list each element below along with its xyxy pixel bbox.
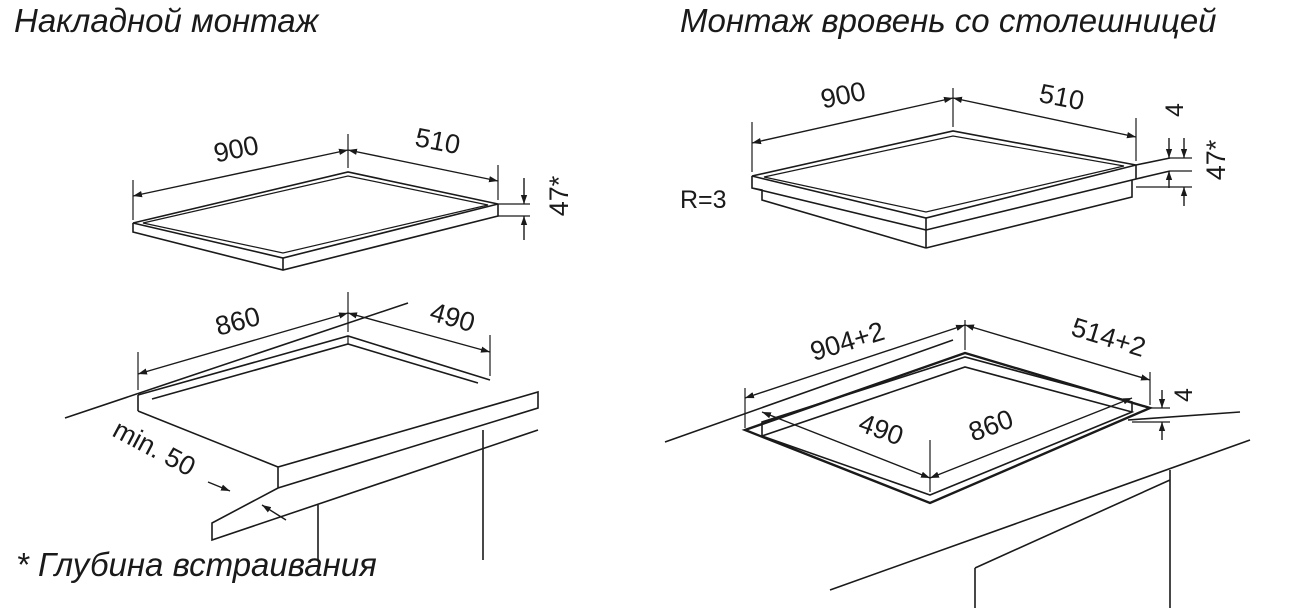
overlay-cabinet <box>317 430 484 560</box>
overlay-cutout-depth-dimension <box>347 312 491 353</box>
flush-cutout-outer-depth-dimension <box>964 324 1151 381</box>
flush-cutout-drawing: 904+2 514+2 4 490 860 <box>664 312 1251 608</box>
flush-hob-lip-label: 4 <box>1161 103 1189 117</box>
flush-hob-depth-label: 510 <box>1037 78 1087 116</box>
flush-mount-title: Монтаж вровень со столешницей <box>680 2 1217 39</box>
min-edge-dimension <box>207 481 231 492</box>
overlay-mount-title: Накладной монтаж <box>14 2 319 39</box>
overlay-cutout-depth-label: 490 <box>427 297 479 338</box>
flush-hob-glass-edge <box>763 135 1125 213</box>
overlay-hob-depth-label: 510 <box>413 122 463 160</box>
flush-cutout-inner-width-dimension <box>929 397 1133 479</box>
overlay-hob-depth-dimension <box>347 148 499 183</box>
flush-cabinet <box>974 470 1171 608</box>
flush-cutout-outer-depth-label: 514+2 <box>1068 312 1149 363</box>
overlay-cutout-drawing: 860 490 min. 50 <box>64 292 539 560</box>
flush-hob-top-outline <box>751 130 1137 219</box>
overlay-hob-height-label: 47* <box>544 175 574 216</box>
overlay-hob-width-label: 900 <box>211 130 261 169</box>
flush-cutout-step-label: 4 <box>1170 388 1198 402</box>
overlay-hob-width-dimension <box>132 148 349 198</box>
overlay-cutout-width-label: 860 <box>212 301 263 342</box>
min-edge-label: min. 50 <box>108 414 200 482</box>
flush-cutout-inner-depth-label: 490 <box>855 408 908 452</box>
flush-cutout-inner-depth-dimension <box>761 411 931 479</box>
overlay-hob-side <box>132 204 499 271</box>
flush-hob-body <box>751 157 1171 249</box>
flush-hob-width-label: 900 <box>818 76 868 115</box>
flush-cutout-inner-opening <box>759 356 1135 496</box>
flush-hob-radius-label: R=3 <box>680 186 727 214</box>
flush-cutout-inner-width-label: 860 <box>965 404 1018 448</box>
overlay-cutout-width-dimension <box>137 312 349 375</box>
overlay-cutout-opening <box>137 335 491 411</box>
flush-cutout-outer-width-dimension <box>744 324 966 399</box>
overlay-hob-glass-edge <box>142 175 489 254</box>
installation-depth-footnote: * Глубина встраивания <box>16 546 377 583</box>
flush-hob-depth-dimension <box>952 96 1137 139</box>
flush-countertop <box>664 339 1251 591</box>
flush-cutout-outer-rebate <box>741 351 1154 505</box>
flush-cutout-outer-width-label: 904+2 <box>807 316 888 367</box>
flush-hob-height-label: 47* <box>1201 139 1231 180</box>
overlay-hob-drawing: 900 510 47* <box>132 122 574 271</box>
flush-hob-width-dimension <box>751 96 954 145</box>
flush-hob-drawing: 900 510 R=3 4 47* <box>680 76 1231 249</box>
